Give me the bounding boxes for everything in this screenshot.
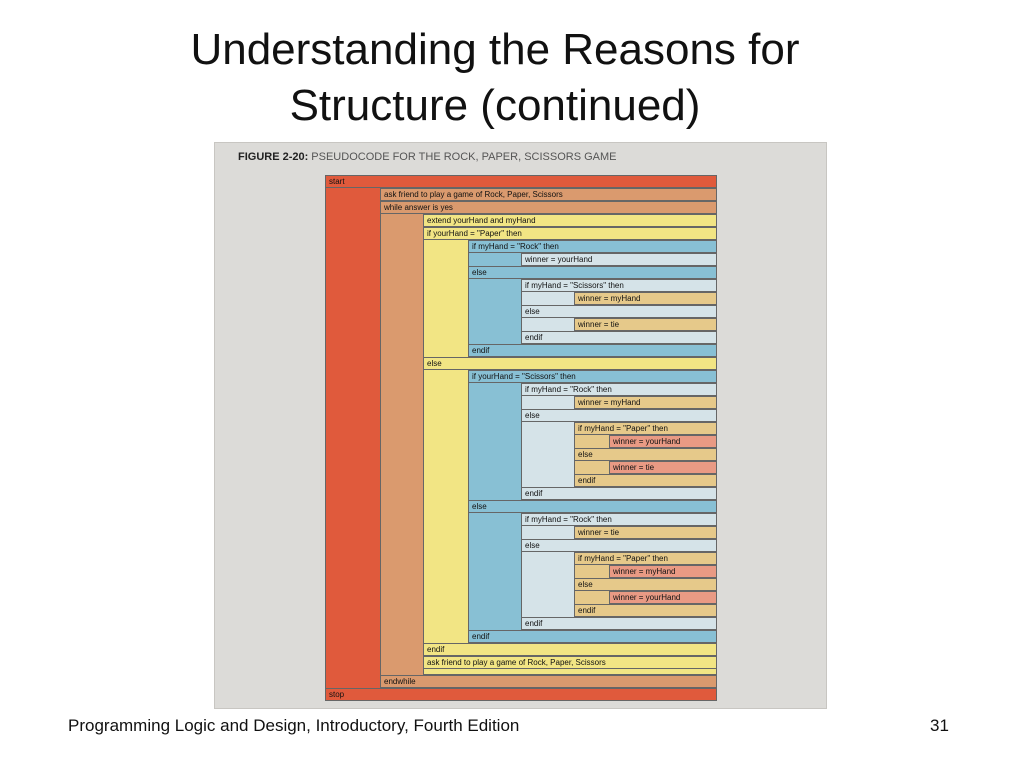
code-line: while answer is yes bbox=[380, 201, 717, 214]
title-line-2: Structure (continued) bbox=[289, 81, 701, 130]
code-line: winner = myHand bbox=[574, 396, 717, 409]
code-line: winner = yourHand bbox=[521, 253, 717, 266]
code-line: stop bbox=[325, 688, 717, 701]
code-line: winner = yourHand bbox=[609, 591, 717, 604]
code-line: winner = tie bbox=[574, 526, 717, 539]
code-line: winner = myHand bbox=[609, 565, 717, 578]
code-line: else bbox=[574, 578, 717, 591]
code-line: ask friend to play a game of Rock, Paper… bbox=[423, 656, 717, 669]
code-line: winner = yourHand bbox=[609, 435, 717, 448]
code-line: if yourHand = "Scissors" then bbox=[468, 370, 717, 383]
code-line: endif bbox=[521, 487, 717, 500]
code-line: endif bbox=[468, 344, 717, 357]
footer-book-title: Programming Logic and Design, Introducto… bbox=[68, 716, 520, 735]
code-line: else bbox=[521, 409, 717, 422]
code-line: extend yourHand and myHand bbox=[423, 214, 717, 227]
code-line: ask friend to play a game of Rock, Paper… bbox=[380, 188, 717, 201]
slide-title: Understanding the Reasons for Structure … bbox=[0, 22, 990, 134]
code-line: endif bbox=[468, 630, 717, 643]
code-line: if myHand = "Paper" then bbox=[574, 552, 717, 565]
code-line: winner = tie bbox=[609, 461, 717, 474]
figure-caption-text: PSEUDOCODE FOR THE ROCK, PAPER, SCISSORS… bbox=[311, 151, 617, 163]
code-line: endif bbox=[574, 604, 717, 617]
code-line: winner = tie bbox=[574, 318, 717, 331]
title-line-1: Understanding the Reasons for bbox=[190, 25, 800, 74]
code-line: endif bbox=[521, 617, 717, 630]
code-line: if yourHand = "Paper" then bbox=[423, 227, 717, 240]
code-line: if myHand = "Rock" then bbox=[521, 513, 717, 526]
code-line: if myHand = "Rock" then bbox=[468, 240, 717, 253]
figure-panel: FIGURE 2-20:PSEUDOCODE FOR THE ROCK, PAP… bbox=[214, 142, 827, 709]
code-line: if myHand = "Rock" then bbox=[521, 383, 717, 396]
code-line: endwhile bbox=[380, 675, 717, 688]
page-number: 31 bbox=[930, 716, 949, 735]
code-line: start bbox=[325, 175, 717, 188]
code-line: else bbox=[423, 357, 717, 370]
code-line: winner = myHand bbox=[574, 292, 717, 305]
code-line: else bbox=[574, 448, 717, 461]
code-line: endif bbox=[574, 474, 717, 487]
code-line: if myHand = "Paper" then bbox=[574, 422, 717, 435]
figure-caption: FIGURE 2-20:PSEUDOCODE FOR THE ROCK, PAP… bbox=[238, 150, 617, 164]
figure-label: FIGURE 2-20: bbox=[238, 151, 309, 163]
code-line: if myHand = "Scissors" then bbox=[521, 279, 717, 292]
code-line: else bbox=[468, 500, 717, 513]
code-line: else bbox=[521, 305, 717, 318]
code-line: endif bbox=[423, 643, 717, 656]
pseudocode-diagram: start ask friend to play a game of Rock,… bbox=[325, 175, 717, 701]
code-line: else bbox=[521, 539, 717, 552]
code-line: endif bbox=[521, 331, 717, 344]
code-line: else bbox=[468, 266, 717, 279]
